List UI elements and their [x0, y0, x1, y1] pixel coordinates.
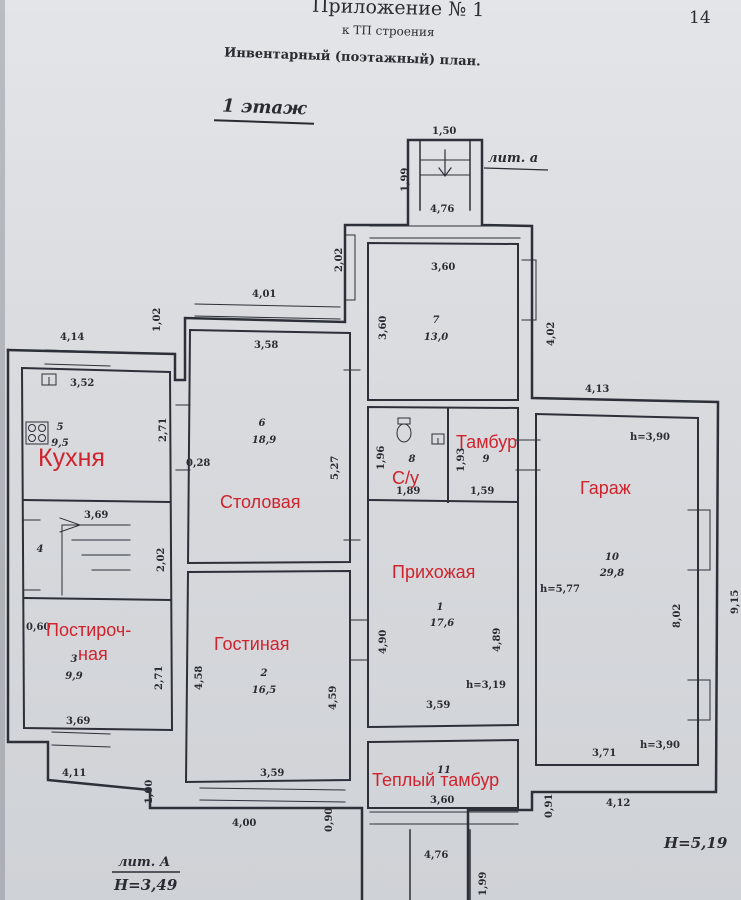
dim-label: 2,71 — [154, 666, 165, 690]
room-1-area: 17,6 — [430, 618, 454, 629]
room-10-area: 29,8 — [599, 568, 624, 579]
dim-label: 4,89 — [492, 628, 503, 652]
room-label-vestibule: Тамбур — [456, 432, 517, 452]
dim-label: 4,13 — [585, 384, 609, 395]
room-7-number: 7 — [433, 315, 440, 326]
room-8-number: 8 — [409, 454, 416, 465]
toilet-icon — [396, 417, 412, 443]
dim-label: h=3,19 — [466, 680, 506, 691]
room-3-area: 9,9 — [65, 671, 82, 682]
dim-label: 3,60 — [430, 795, 454, 806]
dim-label: 2,71 — [158, 418, 169, 442]
dim-label: 4,00 — [232, 818, 256, 829]
room-2-number: 2 — [260, 668, 268, 679]
room-label-living: Гостиная — [214, 634, 290, 654]
room-7-area: 13,0 — [424, 332, 448, 343]
dim-label: 9,15 — [730, 590, 741, 614]
dim-label: 0,90 — [324, 808, 335, 832]
dim-label: 4,02 — [546, 322, 557, 346]
room-label-wc: С/у — [392, 468, 419, 488]
stove-icon — [25, 421, 49, 445]
dim-label: h=3,90 — [630, 432, 670, 443]
dim-label: 4,01 — [252, 289, 276, 300]
room-label-laundry-2: ная — [78, 644, 108, 664]
lit-a-small: лит. а — [488, 151, 538, 166]
dim-label: 2,02 — [156, 548, 167, 572]
room-label-laundry-1: Постироч- — [46, 620, 131, 640]
room-label-warm-vestibule: Теплый тамбур — [372, 770, 499, 790]
dim-label: 4,90 — [378, 630, 389, 654]
dim-label: 3,58 — [254, 340, 278, 351]
walls — [6, 138, 720, 900]
dim-label: 3,60 — [431, 262, 455, 273]
dim-label: 8,02 — [672, 604, 683, 628]
dim-label: 5,27 — [330, 456, 341, 480]
room-labels: Кухня Столовая С/у Тамбур Гараж Прихожая… — [38, 432, 631, 790]
dim-label: 3,59 — [426, 700, 450, 711]
dim-label: 3,71 — [592, 748, 616, 759]
dim-label: 1,00 — [144, 780, 155, 804]
sink-icon — [431, 433, 445, 445]
dim-label: 3,69 — [84, 510, 108, 521]
dim-label: 4,14 — [60, 332, 84, 343]
room-11-number: 11 — [437, 765, 451, 776]
room-9-number: 9 — [483, 454, 490, 465]
dim-label: 1,99 — [400, 168, 411, 192]
room-numbers: 5 9,5 6 18,9 7 13,0 8 9 10 29,8 1 17,6 2… — [37, 315, 625, 776]
dim-label: h=3,90 — [640, 740, 680, 751]
dim-label: 2,02 — [334, 248, 345, 272]
dim-label: 4,76 — [430, 204, 454, 215]
room-2-area: 16,5 — [252, 685, 276, 696]
dim-label: 3,59 — [260, 768, 284, 779]
height-right: Н=5,19 — [663, 834, 728, 852]
dim-label: 1,02 — [152, 308, 163, 332]
dim-label: 1,96 — [376, 446, 387, 470]
room-10-number: 10 — [605, 552, 619, 563]
dimension-labels: 1,50 1,99 4,76 2,02 3,60 3,60 4,02 4,01 … — [26, 126, 741, 896]
room-label-garage: Гараж — [580, 478, 631, 498]
dim-label: 0,91 — [544, 794, 555, 818]
dim-label: 1,99 — [478, 872, 489, 896]
dim-label: 3,60 — [378, 316, 389, 340]
lit-a-big: лит. А — [118, 855, 170, 870]
dim-label: 1,89 — [396, 486, 420, 497]
dim-label: 4,58 — [194, 666, 205, 690]
dim-label: 3,69 — [66, 716, 90, 727]
dim-label: 1,50 — [432, 126, 456, 137]
room-6-number: 6 — [259, 418, 266, 429]
room-5-area: 9,5 — [51, 438, 68, 449]
dim-label: 4,59 — [328, 686, 339, 710]
room-4-number: 4 — [37, 544, 44, 555]
page-number: 14 — [689, 8, 711, 28]
dim-label: 4,12 — [606, 798, 630, 809]
room-5-number: 5 — [57, 422, 64, 433]
room-label-dining: Столовая — [220, 492, 301, 512]
dim-label: 4,11 — [62, 768, 86, 779]
dim-label: 0,60 — [26, 622, 50, 633]
room-3-number: 3 — [71, 654, 78, 665]
room-label-kitchen: Кухня — [38, 444, 105, 472]
room-label-hall: Прихожая — [392, 562, 475, 582]
dim-label: 0,28 — [186, 458, 210, 469]
dim-label: h=5,77 — [540, 584, 580, 595]
room-6-area: 18,9 — [252, 435, 276, 446]
dim-label: 3,52 — [70, 378, 94, 389]
dim-label: 4,76 — [424, 850, 448, 861]
room-1-number: 1 — [437, 602, 444, 613]
lit-labels: лит. а лит. А Н=3,49 Н=5,19 — [113, 151, 728, 894]
dim-label: 1,93 — [456, 448, 467, 472]
height-left: Н=3,49 — [113, 876, 178, 894]
kitchen-sink-icon — [41, 373, 57, 386]
dim-label: 1,59 — [470, 486, 494, 497]
